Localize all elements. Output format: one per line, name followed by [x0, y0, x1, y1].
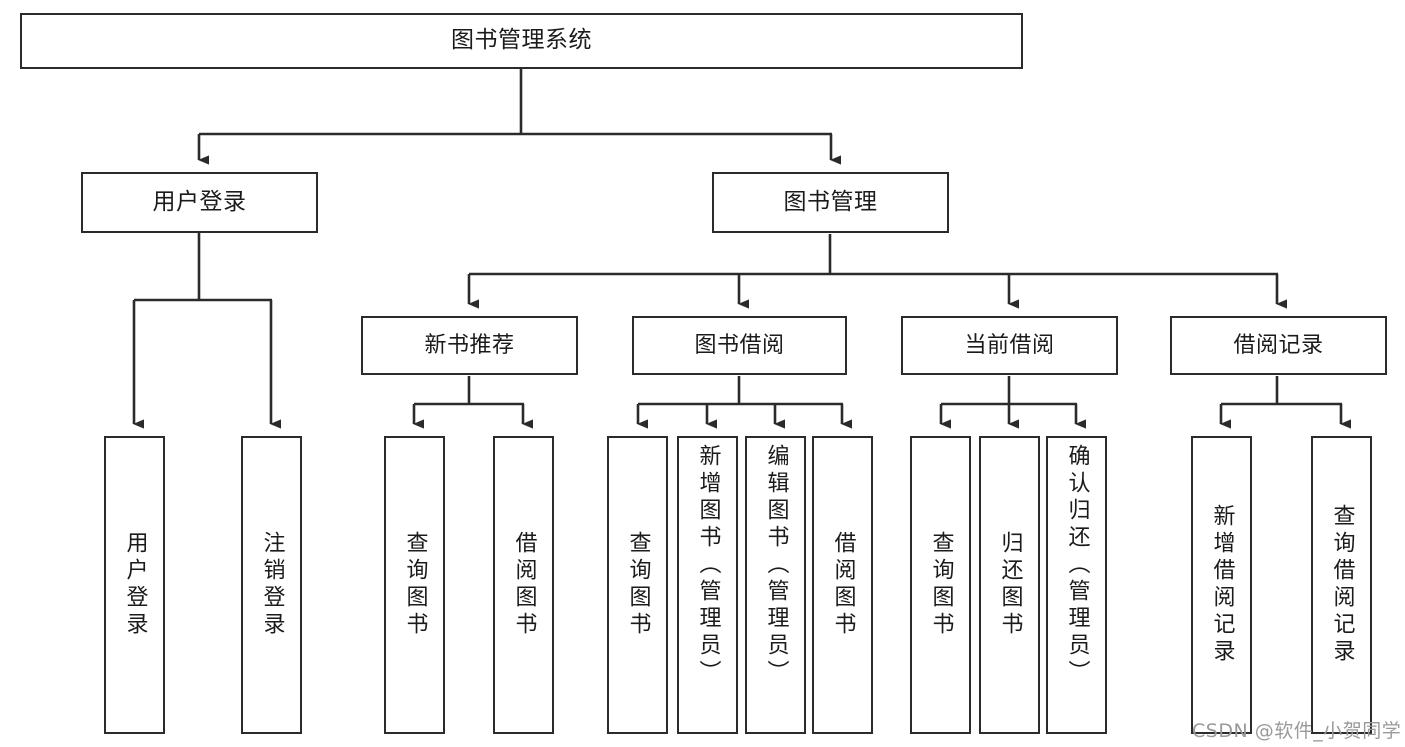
node-label: 图书管理系统 [451, 27, 592, 54]
node-label: 注销登录 [259, 531, 285, 639]
node-leaf-query-book-borrow[interactable]: 查询图书 [607, 436, 668, 734]
node-leaf-borrow-book-recommend[interactable]: 借阅图书 [493, 436, 554, 734]
node-book-borrow[interactable]: 图书借阅 [632, 316, 847, 375]
node-leaf-edit-book[interactable]: 编辑图书（管理员） [745, 436, 806, 734]
node-label: 图书管理 [783, 188, 878, 215]
node-label: 查询图书 [625, 531, 651, 639]
node-book-manage[interactable]: 图书管理 [712, 172, 949, 233]
node-book-management-system[interactable]: 图书管理系统 [20, 13, 1023, 69]
node-label: 新增借阅记录 [1209, 504, 1235, 666]
node-label: 查询借阅记录 [1329, 504, 1355, 666]
node-label: 用户登录 [122, 531, 148, 639]
node-leaf-borrow-book[interactable]: 借阅图书 [812, 436, 873, 734]
node-label: 图书借阅 [694, 332, 785, 358]
node-label: 查询图书 [402, 531, 428, 639]
node-label: 借阅图书 [511, 531, 537, 639]
node-label: 编辑图书（管理员） [763, 444, 789, 687]
node-label: 用户登录 [152, 188, 247, 215]
node-leaf-query-book-recommend[interactable]: 查询图书 [384, 436, 445, 734]
node-leaf-user-login[interactable]: 用户登录 [104, 436, 165, 734]
node-borrow-record[interactable]: 借阅记录 [1170, 316, 1387, 375]
node-label: 确认归还（管理员） [1064, 444, 1090, 687]
node-label: 借阅图书 [830, 531, 856, 639]
node-leaf-query-borrow-record[interactable]: 查询借阅记录 [1311, 436, 1372, 734]
node-label: 查询图书 [928, 531, 954, 639]
node-leaf-add-borrow-record[interactable]: 新增借阅记录 [1191, 436, 1252, 734]
node-leaf-confirm-return[interactable]: 确认归还（管理员） [1046, 436, 1107, 734]
node-current-borrow[interactable]: 当前借阅 [901, 316, 1118, 375]
watermark-text: CSDN @软件_小贺同学 [1192, 720, 1402, 742]
node-new-book-recommend[interactable]: 新书推荐 [361, 316, 578, 375]
node-label: 借阅记录 [1233, 332, 1324, 358]
node-leaf-user-logout[interactable]: 注销登录 [241, 436, 302, 734]
node-label: 当前借阅 [964, 332, 1055, 358]
node-label: 新增图书（管理员） [695, 444, 721, 687]
node-leaf-return-book[interactable]: 归还图书 [979, 436, 1040, 734]
node-leaf-add-book[interactable]: 新增图书（管理员） [677, 436, 738, 734]
node-user-login[interactable]: 用户登录 [81, 172, 318, 233]
node-leaf-query-book-current[interactable]: 查询图书 [910, 436, 971, 734]
node-label: 归还图书 [997, 531, 1023, 639]
node-label: 新书推荐 [424, 332, 515, 358]
